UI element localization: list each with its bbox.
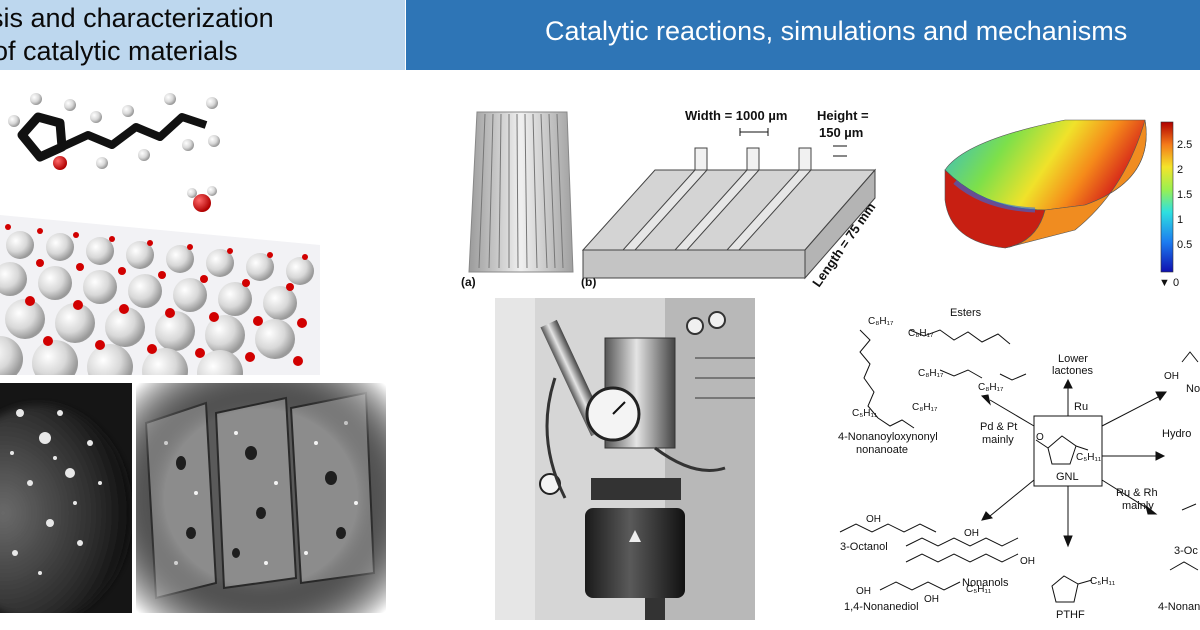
- height-label-line1: Height =: [817, 108, 869, 123]
- colorbar-tick: 1: [1177, 214, 1183, 226]
- label-pd-pt-2: mainly: [982, 434, 1014, 446]
- header-left-line2: of catalytic materials: [0, 36, 238, 66]
- label-c5h11: C₅H₁₁: [1090, 576, 1116, 587]
- label-nonanoyl-1: 4-Nonanoyloxynonyl: [838, 431, 938, 443]
- colorbar-tick: 2: [1177, 164, 1183, 176]
- label-3-octanol: 3-Octanol: [840, 541, 888, 553]
- reaction-scheme: Esters Lower lactones Ru Pd & Pt mainly …: [838, 307, 1200, 621]
- label-c8h17: C₈H₁₇: [978, 382, 1004, 393]
- colorbar-tick: 0.5: [1177, 239, 1192, 251]
- furan-molecule: [8, 93, 220, 170]
- label-c8h17: C₈H₁₇: [918, 368, 944, 379]
- label-c8h17: C₈H₁₇: [908, 328, 934, 339]
- label-c8h17: C₈H₁₇: [912, 402, 938, 413]
- header-right-title: Catalytic reactions, simulations and mec…: [545, 16, 1128, 46]
- label-c8h17: C₈H₁₇: [868, 316, 894, 327]
- header-left-panel: hesis and characterization of catalytic …: [0, 0, 405, 70]
- label-no-cut: No: [1186, 383, 1200, 395]
- label-c5h11: C₅H₁₁: [966, 584, 992, 595]
- label-nonanols: Nonanols: [962, 577, 1009, 589]
- tem-micrograph: [0, 383, 132, 613]
- label-o: O: [1036, 432, 1044, 443]
- width-label: Width = 1000 µm: [685, 108, 787, 123]
- label-c5h11: C₅H₁₁: [852, 408, 878, 419]
- oxide-surface: [0, 215, 320, 375]
- colorbar-tick: 2.5: [1177, 139, 1192, 151]
- batch-reactor-photo: [495, 298, 755, 620]
- header-right-panel: Catalytic reactions, simulations and mec…: [406, 0, 1200, 70]
- header-left-line1: hesis and characterization: [0, 3, 274, 33]
- molecule-surface-illustration: [0, 93, 320, 375]
- water-molecule: [187, 186, 217, 212]
- label-1-4-nonanediol: 1,4-Nonanediol: [844, 601, 919, 613]
- height-label-line2: 150 µm: [819, 125, 863, 140]
- label-3-oc-cut: 3-Oc: [1174, 545, 1198, 557]
- channel-schematic: [581, 128, 877, 280]
- label-ru-rh-2: mainly: [1122, 500, 1154, 512]
- label-pd-pt-1: Pd & Pt: [980, 421, 1017, 433]
- label-esters: Esters: [950, 307, 982, 319]
- microreactor-figure: (a) (b) Width = 1000 µm Height = 150 µm …: [461, 108, 878, 290]
- label-gnl: GNL: [1056, 471, 1079, 483]
- label-oh: OH: [964, 528, 979, 539]
- label-pthf: PTHF: [1056, 609, 1085, 621]
- label-ru-rh-1: Ru & Rh: [1116, 487, 1158, 499]
- label-lower-lactones-1: Lower: [1058, 353, 1088, 365]
- label-oh-cut: OH: [1164, 371, 1179, 382]
- microreactor-photo: [468, 111, 574, 273]
- colorbar-tick: ▼ 0: [1159, 277, 1179, 289]
- label-lower-lactones-2: lactones: [1052, 365, 1093, 377]
- label-ru: Ru: [1074, 401, 1088, 413]
- label-oh: OH: [1020, 556, 1035, 567]
- label-c5h11: C₅H₁₁: [1076, 452, 1102, 463]
- sem-micrograph: [136, 383, 386, 613]
- tube-velocity-plot: [944, 119, 1147, 249]
- label-oh: OH: [856, 586, 871, 597]
- cfd-simulation-figure: 2.5 2 1.5 1 0.5 ▼ 0: [944, 119, 1192, 289]
- label-4-nonan-cut: 4-Nonan: [1158, 601, 1200, 613]
- label-hydro-cut: Hydro: [1162, 428, 1191, 440]
- label-oh: OH: [924, 594, 939, 605]
- label-nonanoyl-2: nonanoate: [856, 444, 908, 456]
- colorbar: [1160, 121, 1174, 273]
- panel-a-label: (a): [461, 275, 476, 289]
- label-oh: OH: [866, 514, 881, 525]
- colorbar-tick: 1.5: [1177, 189, 1192, 201]
